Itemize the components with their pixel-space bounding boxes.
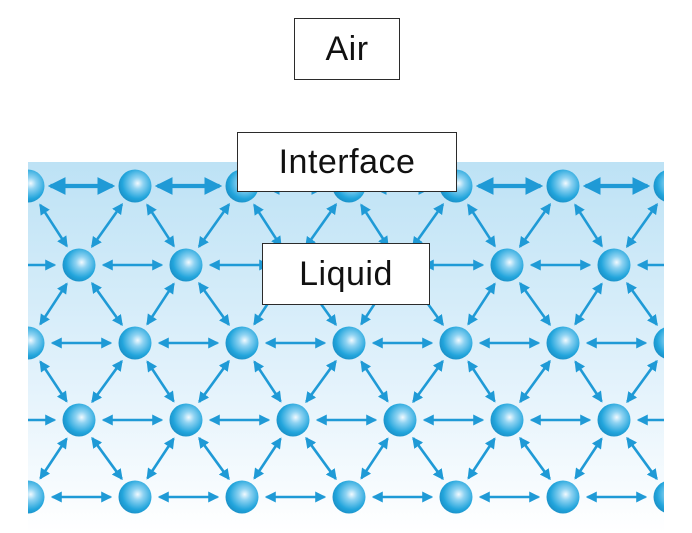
molecule [653,327,664,359]
molecule [653,481,664,513]
diagonal-bond-arrow [304,203,338,248]
molecule [118,326,152,360]
molecule [62,403,96,437]
molecule [276,403,310,437]
diagonal-bond-arrow [574,282,603,326]
diagonal-bond-arrow [198,359,230,404]
diagonal-bond-arrow [253,203,282,248]
diagonal-bond-arrow [305,436,337,481]
molecule [490,403,524,437]
diagonal-bond-arrow [626,359,658,404]
diagonal-bond-arrow [412,436,444,481]
diagonal-bond-arrow [39,203,68,248]
diagonal-bond-arrow [626,281,658,327]
diagonal-bond-arrow [146,360,175,403]
molecule [28,480,45,514]
diagonal-bond-arrow [91,281,123,327]
diagonal-bond-arrow [253,360,282,403]
diagonal-bond-arrow [90,203,124,248]
diagonal-bond-arrow [39,360,68,403]
diagonal-bond-arrow [0,204,15,246]
interface-label: Interface [237,132,457,192]
molecule [225,480,259,514]
molecule [383,403,417,437]
diagonal-bond-arrow [198,436,230,481]
diagonal-bond-arrow [198,281,230,327]
diagonal-bond-arrow [146,203,175,248]
diagonal-bond-arrow [0,283,15,324]
molecule [332,480,366,514]
diagonal-bond-arrow [253,437,282,480]
diagonal-bond-arrow [360,437,389,480]
diagonal-bond-arrow [519,436,551,481]
diagonal-bond-arrow [360,203,389,248]
diagonal-bond-arrow [360,360,389,403]
diagonal-bond-arrow [146,437,175,480]
molecule [169,248,203,282]
diagonal-bond-arrow [146,282,175,326]
diagonal-bond-arrow [519,281,551,327]
diagonal-bond-arrow [39,437,68,480]
diagonal-bond-arrow [412,359,444,404]
molecule [28,169,45,203]
diagonal-bond-arrow [682,439,692,478]
molecule [118,480,152,514]
diagonal-bond-arrow [0,438,15,479]
molecule [597,248,631,282]
diagonal-bond-arrow [682,284,692,324]
diagonal-bond-arrow [574,360,603,403]
diagonal-bond-arrow [467,203,496,248]
molecule [653,170,664,202]
diagonal-bond-arrow [682,362,692,401]
molecule [118,169,152,203]
diagonal-bond-arrow [625,203,659,248]
diagonal-bond-arrow [0,361,15,402]
diagonal-bond-arrow [519,359,551,404]
molecule [546,480,580,514]
diagonal-bond-arrow [197,203,231,248]
diagonal-bond-arrow [682,205,692,246]
molecule [169,403,203,437]
diagonal-bond-arrow [91,436,123,481]
molecule [597,403,631,437]
molecule [28,326,45,360]
diagonal-bond-arrow [305,359,337,404]
diagonal-bond-arrow [91,359,123,404]
diagonal-bond-arrow [467,360,496,403]
air-label: Air [294,18,400,80]
diagonal-bond-arrow [39,282,68,326]
molecules [28,169,664,514]
molecule [546,169,580,203]
diagonal-bond-arrow [411,203,445,248]
diagonal-bond-arrow [467,437,496,480]
diagonal-bond-arrow [518,203,552,248]
molecule [62,248,96,282]
molecule [546,326,580,360]
diagonal-bond-arrow [574,203,603,248]
liquid-label: Liquid [262,243,430,305]
diagonal-bond-arrow [626,436,658,481]
molecule [490,248,524,282]
molecule [439,480,473,514]
diagonal-bond-arrow [574,437,603,480]
molecule [225,326,259,360]
molecule [439,326,473,360]
diagonal-bond-arrow [467,282,496,326]
molecule [332,326,366,360]
